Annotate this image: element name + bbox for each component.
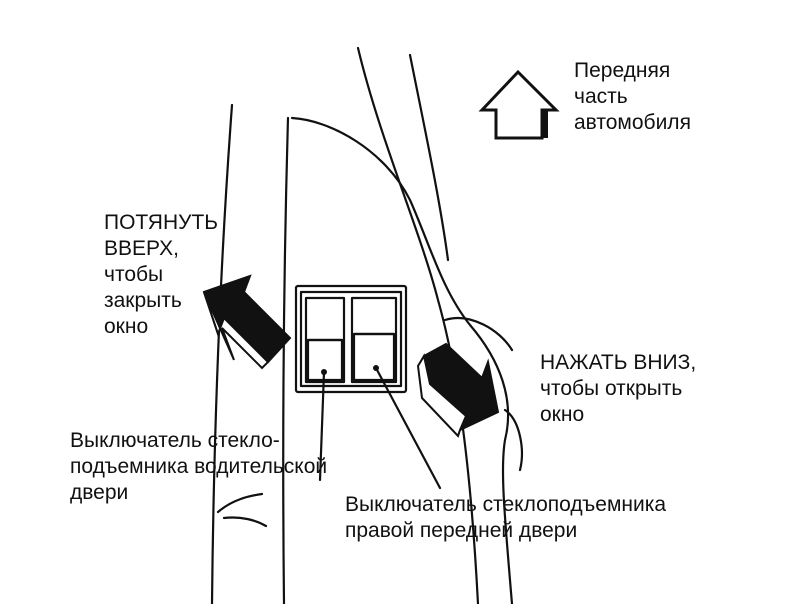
passenger-switch-label-line: Выключатель стеклоподъемника — [345, 493, 667, 516]
pillar-inner-line — [282, 116, 290, 604]
down-right-arrow-icon — [416, 342, 500, 438]
driver-switch-body — [304, 296, 346, 384]
up-arrow-icon — [478, 69, 560, 140]
driver-switch-label-line: двери — [70, 481, 129, 504]
driver-switch-label-line: Выключатель стекло- — [70, 429, 280, 452]
passenger-leader-line — [374, 366, 442, 490]
push-down-label-line: чтобы открыть — [540, 377, 683, 400]
pillar-curve-outer — [356, 46, 480, 604]
push-down-label-line: НАЖАТЬ ВНИЗ, — [540, 351, 697, 374]
pull-up-label-line: чтобы — [104, 263, 164, 286]
passenger-switch-label-line: правой передней двери — [345, 519, 578, 542]
up-left-arrow-icon — [202, 274, 292, 370]
passenger-switch-label: Выключатель стеклоподъемника правой пере… — [345, 492, 666, 544]
driver-leader-line — [318, 370, 326, 482]
pull-up-label-line: окно — [104, 315, 149, 338]
push-down-label: НАЖАТЬ ВНИЗ, чтобы открыть окно — [540, 350, 696, 428]
armrest-outline — [290, 116, 514, 604]
front-label-line: часть — [574, 85, 628, 108]
push-down-label-line: окно — [540, 403, 585, 426]
driver-switch-label-line: подъемника водительской — [70, 455, 328, 478]
pull-up-label-line: ВВЕРХ, — [104, 237, 179, 260]
switch-panel — [294, 284, 408, 394]
front-of-car-label: Передняя часть автомобиля — [574, 58, 691, 136]
pull-up-label-line: ПОТЯНУТЬ — [104, 211, 219, 234]
armrest-inner-curve — [443, 317, 514, 352]
passenger-switch-body — [350, 296, 398, 384]
passenger-switch-face — [352, 332, 396, 382]
front-label-line: автомобиля — [574, 111, 691, 134]
switch-panel-inner — [299, 290, 403, 388]
armrest-lower-curve — [503, 408, 523, 472]
pillar-left-line — [210, 103, 234, 604]
driver-switch-label: Выключатель стекло- подъемника водительс… — [70, 428, 327, 506]
front-label-line: Передняя — [574, 59, 671, 82]
pull-up-label: ПОТЯНУТЬ ВВЕРХ, чтобы закрыть окно — [104, 210, 218, 340]
pull-up-label-line: закрыть — [104, 289, 182, 312]
pillar-curve-far — [408, 53, 450, 262]
